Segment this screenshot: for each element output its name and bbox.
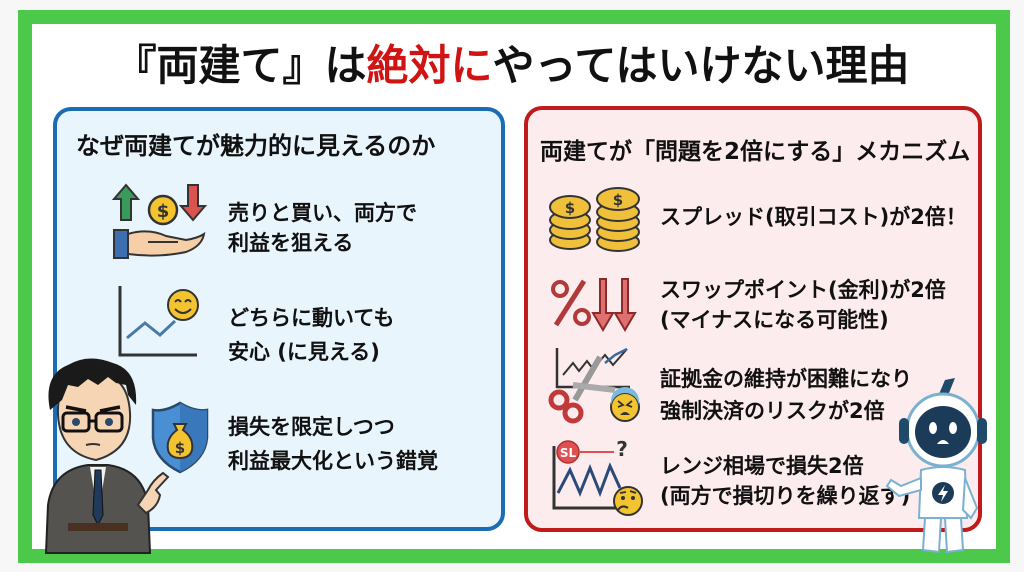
svg-text:SL: SL	[560, 446, 577, 460]
page-title: 『両建て』は絶対にやってはいけない理由	[0, 32, 1024, 93]
chart-smile-icon	[118, 286, 199, 357]
left-item-1-line1: 売りと買い、両方で	[228, 201, 417, 225]
left-item-3-line1: 損失を限定しつつ	[228, 415, 395, 439]
left-item-2-line2: 安心 (に見える)	[228, 340, 380, 364]
right-item-3-line2: 強制決済のリスクが2倍	[660, 399, 885, 423]
coin-stacks-icon: $ $	[549, 187, 640, 252]
businessman-character-icon	[44, 358, 170, 554]
right-item-2-line1: スワップポイント(金利)が2倍	[660, 278, 946, 302]
svg-text:$: $	[157, 201, 170, 222]
hand-coin-arrows-icon: $	[111, 183, 208, 259]
scissors-chart-anxious-icon	[548, 347, 640, 424]
right-item-4-line2: (両方で損切りを繰り返す)	[660, 484, 911, 508]
stoploss-range-thinking-icon: SL ?	[552, 438, 643, 516]
left-panel-heading: なぜ両建てが魅力的に見えるのか	[76, 132, 436, 160]
right-panel-heading: 両建てが「問題を2倍にする」メカニズム	[540, 139, 971, 165]
title-part2: やってはいけない理由	[492, 41, 910, 90]
shield-moneybag-icon: $	[151, 401, 209, 474]
right-item-1-line1: スプレッド(取引コスト)が2倍！	[660, 205, 967, 229]
why-attractive-panel	[53, 107, 505, 531]
left-item-2-line1: どちらに動いても	[228, 306, 395, 330]
right-item-2-line2: (マイナスになる可能性)	[660, 308, 889, 332]
right-item-3-line1: 証拠金の維持が困難になり	[660, 367, 912, 391]
title-accent: 絶対に	[366, 41, 493, 90]
svg-text:?: ?	[616, 438, 628, 461]
left-item-1-line2: 利益を狙える	[228, 231, 354, 255]
svg-text:$: $	[565, 199, 575, 217]
percent-down-arrows-icon	[551, 278, 637, 332]
svg-text:$: $	[613, 191, 623, 209]
title-part1: 『両建て』は	[114, 41, 367, 90]
robot-mascot-icon	[885, 378, 987, 554]
left-item-3-line2: 利益最大化という錯覚	[228, 449, 438, 473]
right-item-4-line1: レンジ相場で損失2倍	[660, 454, 864, 478]
svg-text:$: $	[175, 439, 185, 457]
